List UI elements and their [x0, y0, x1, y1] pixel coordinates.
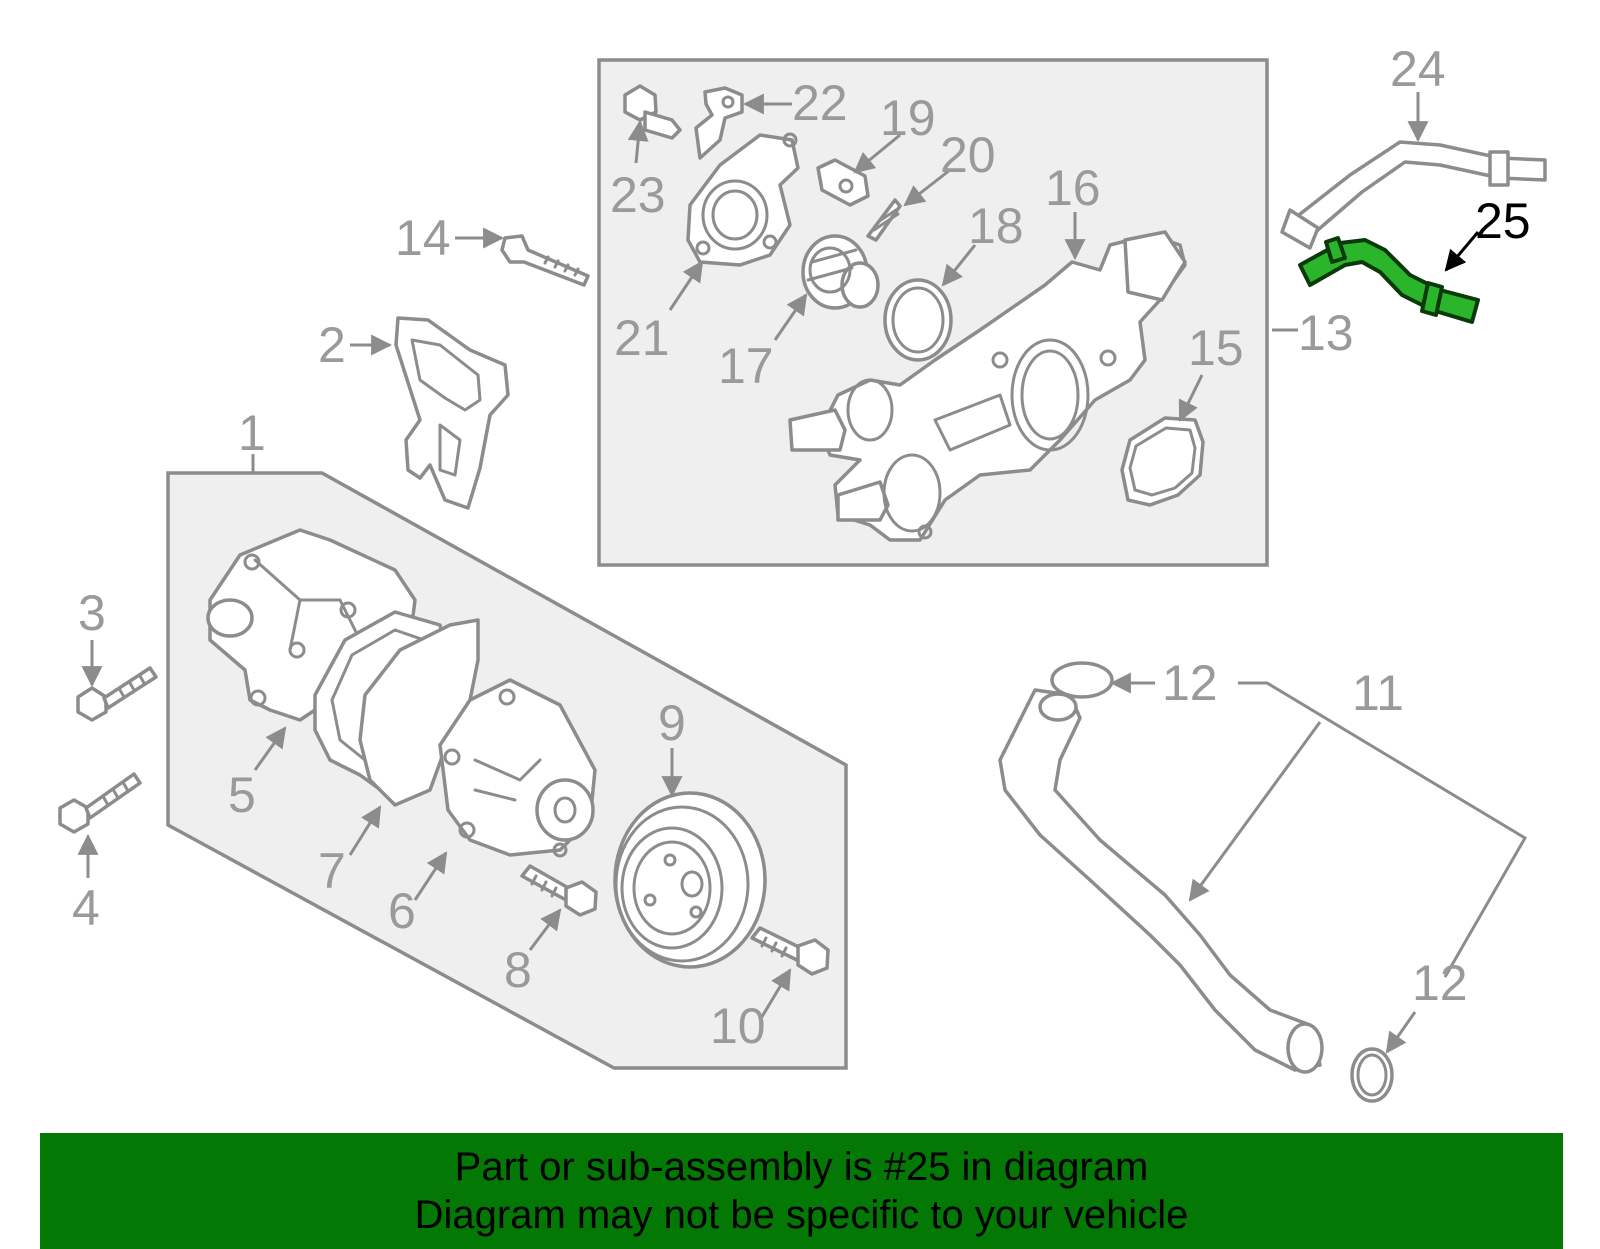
callout-11: 11 [1352, 665, 1404, 721]
callout-20: 20 [940, 127, 996, 183]
part-4-bolt [58, 772, 142, 834]
callout-4: 4 [72, 880, 100, 936]
info-banner: Part or sub-assembly is #25 in diagram D… [40, 1133, 1563, 1249]
banner-line-2: Diagram may not be specific to your vehi… [414, 1193, 1189, 1237]
part-20-clip [866, 198, 902, 242]
callout-8: 8 [504, 942, 532, 998]
part-10-bolt [750, 926, 830, 976]
part-8-bolt [520, 864, 598, 917]
callout-16: 16 [1045, 160, 1101, 216]
callout-24: 24 [1390, 41, 1446, 97]
part-11-pipe [998, 688, 1324, 1074]
part-25-hose-highlighted [1298, 236, 1480, 324]
part-24-pipe [1280, 140, 1547, 250]
callout-5: 5 [228, 767, 256, 823]
callout-23: 23 [610, 167, 666, 223]
callout-10: 10 [710, 998, 766, 1054]
part-5-pump-housing [206, 528, 417, 722]
callout-labels: 1 2 3 4 5 6 7 8 9 10 11 12 12 13 14 15 1… [72, 41, 1531, 1054]
callout-19: 19 [880, 90, 936, 146]
part-17-thermostat [801, 234, 880, 310]
callout-12-lower: 12 [1412, 955, 1468, 1011]
part-22-bracket [694, 86, 744, 160]
part-18-o-ring [883, 278, 953, 362]
callout-2: 2 [318, 317, 346, 373]
part-12-o-ring-lower [1350, 1047, 1394, 1103]
part-9-pulley [613, 791, 767, 969]
callout-21: 21 [614, 310, 670, 366]
callout-9: 9 [658, 695, 686, 751]
part-6-water-pump [358, 618, 597, 858]
callout-7: 7 [318, 843, 346, 899]
leader-lines [77, 92, 1528, 1054]
part-16-thermostat-housing [788, 230, 1187, 542]
part-3-bolt [76, 666, 158, 722]
callout-13: 13 [1298, 305, 1354, 361]
callout-3: 3 [78, 585, 106, 641]
callout-22: 22 [792, 75, 848, 131]
part-21-thermostat-cover [686, 132, 800, 267]
callout-15: 15 [1188, 320, 1244, 376]
banner-line-1: Part or sub-assembly is #25 in diagram [454, 1145, 1149, 1189]
part-15-gasket [1120, 416, 1205, 507]
callout-25-highlighted: 25 [1475, 193, 1531, 249]
part-14-bolt [500, 234, 590, 287]
callout-1: 1 [238, 405, 266, 461]
callout-18: 18 [968, 198, 1024, 254]
part-12-o-ring-upper [1050, 661, 1114, 699]
part-2-gasket [394, 316, 510, 510]
callout-6: 6 [388, 883, 416, 939]
callout-12-upper: 12 [1162, 655, 1218, 711]
callout-14: 14 [395, 210, 451, 266]
callout-17: 17 [718, 338, 774, 394]
